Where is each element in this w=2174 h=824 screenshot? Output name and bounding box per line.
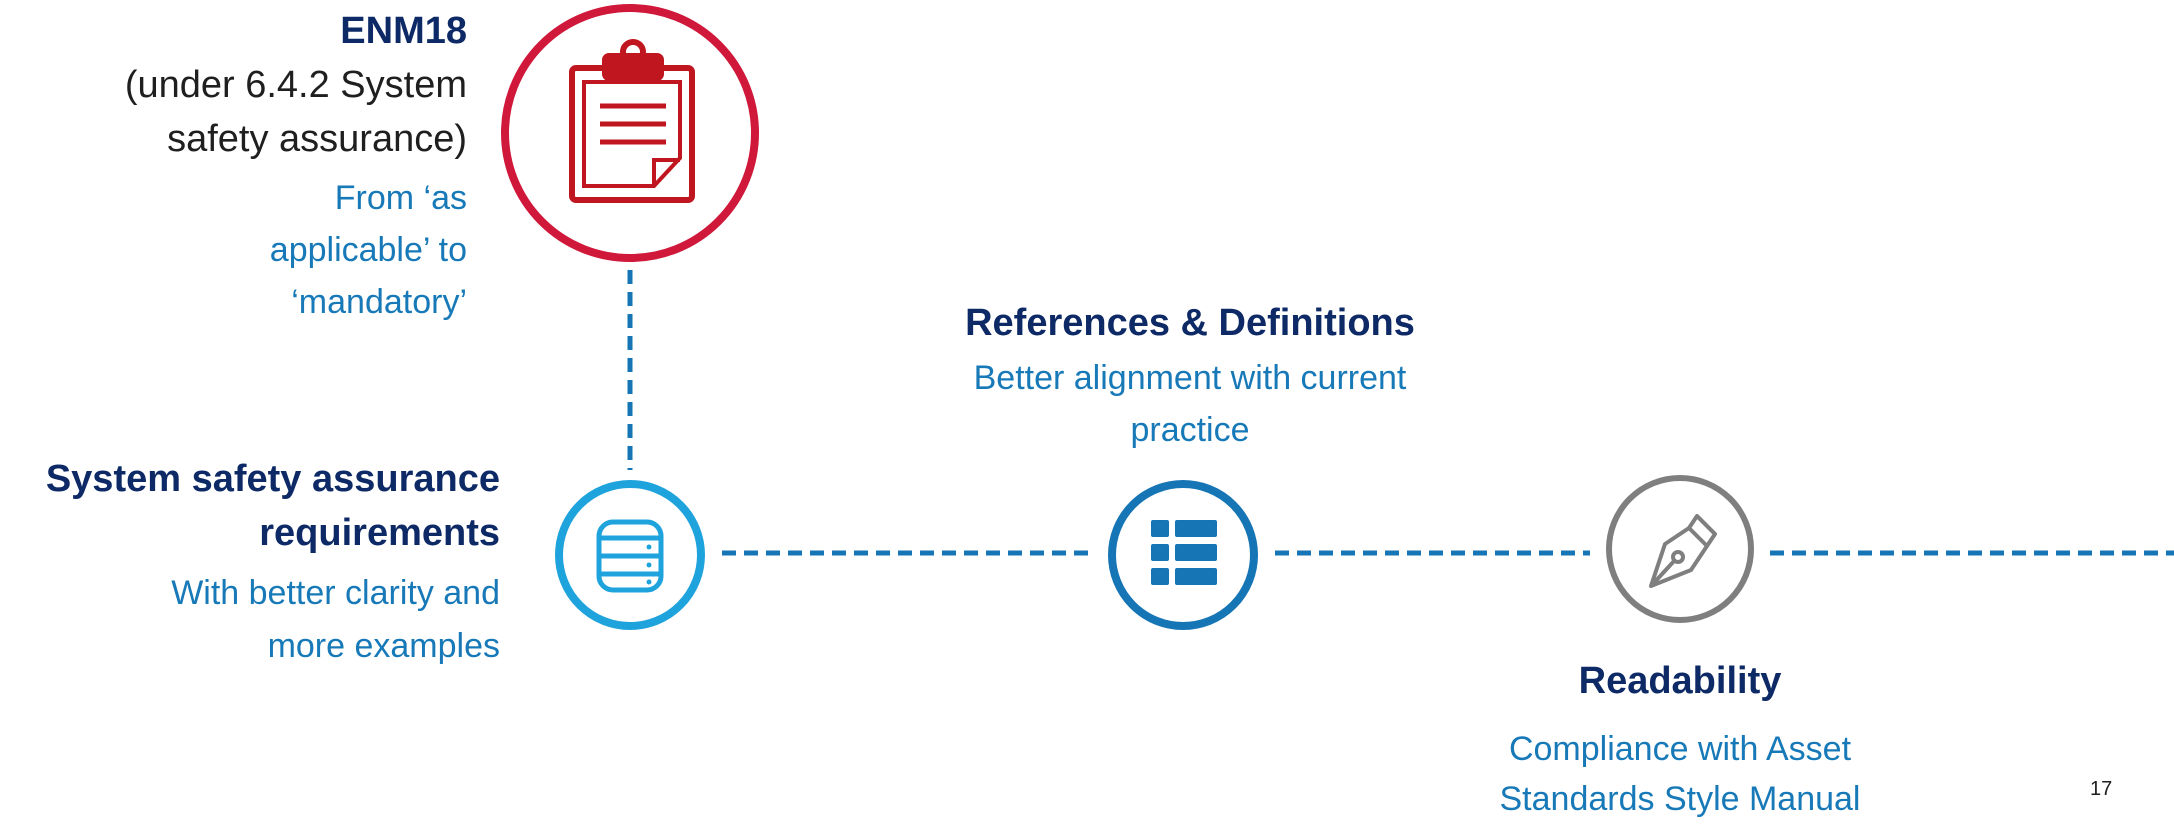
database-node [555,480,705,630]
list-node [1108,480,1258,630]
database-icon [596,519,664,593]
page-number: 17 [2090,778,2113,800]
clipboard-node [501,4,759,262]
enm18-title: ENM18 [340,10,467,52]
enm18-subtitle-line1: (under 6.4.2 System [124,64,467,106]
readability-note-line1: Compliance with Asset [1508,730,1852,768]
fountain-pen-icon [1649,514,1717,588]
references-text: References & Definitions Better alignmen… [880,296,1500,456]
system-safety-text: System safety assurance requirements Wit… [0,452,500,672]
system-safety-title-line2: requirements [259,512,500,554]
references-title: References & Definitions [965,302,1415,344]
system-safety-note-line1: With better clarity and [171,574,500,612]
readability-note-line2: Standards Style Manual [1499,780,1861,818]
system-safety-note-line2: more examples [267,627,500,665]
readability-title: Readability [1578,660,1782,702]
pen-node [1606,475,1754,623]
references-note-line1: Better alignment with current [973,359,1407,397]
system-safety-title-line1: System safety assurance [45,458,500,500]
readability-text: Readability Compliance with Asset Standa… [1380,654,1980,824]
enm18-note-line3: ‘mandatory’ [291,283,467,321]
enm18-subtitle-line2: safety assurance) [167,118,467,160]
clipboard-icon [569,39,695,203]
enm18-text: ENM18 (under 6.4.2 System safety assuran… [47,4,467,328]
enm18-note-line2: applicable’ to [269,231,467,269]
references-note-line2: practice [1130,411,1250,449]
enm18-note-line1: From ‘as [334,179,467,217]
list-icon [1151,520,1217,585]
